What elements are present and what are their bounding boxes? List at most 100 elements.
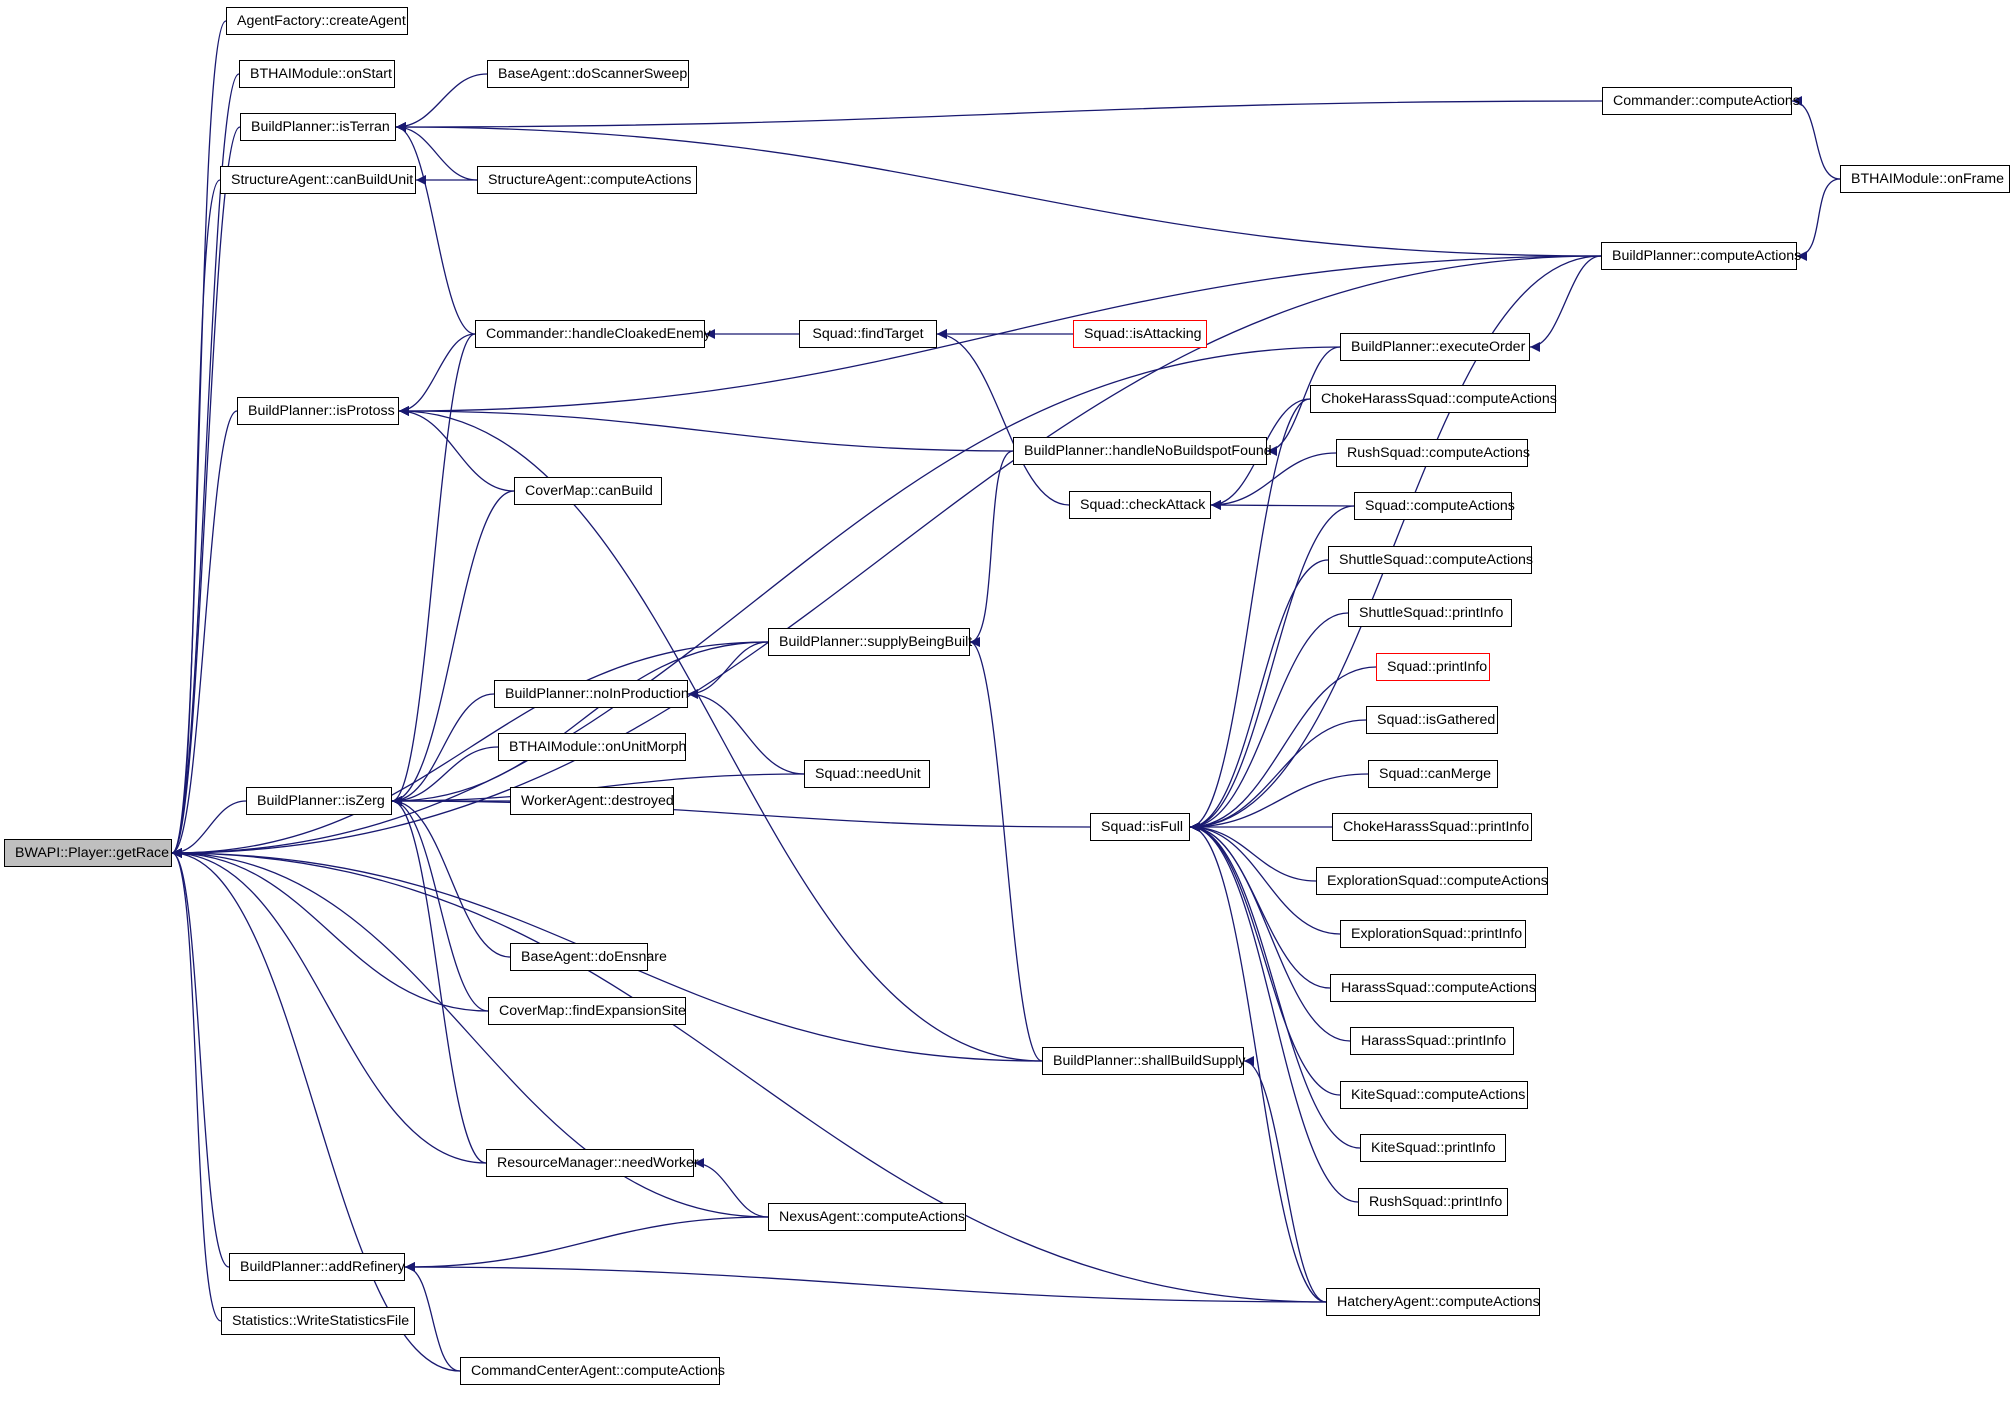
node-nexusagent-computeactions[interactable]: NexusAgent::computeActions (768, 1203, 966, 1231)
edge-cm_findExpansion-to-bp_isZerg (391, 796, 489, 1012)
node-buildplanner-shallbuildsupply[interactable]: BuildPlanner::shallBuildSupply (1042, 1047, 1245, 1075)
node-bthaimodule-onunitmorph[interactable]: BTHAIModule::onUnitMorph (498, 733, 686, 761)
edge-bthai_onFrame-to-bp_compute (1796, 178, 1841, 261)
edge-hatch_compute-to-bp_addRefinery (404, 1262, 1327, 1303)
node-harasssquad-computeactions[interactable]: HarassSquad::computeActions (1330, 974, 1536, 1002)
edge-cmd_handleCloaked-to-bp_isZerg (391, 333, 476, 806)
edge-bp_compute-to-bp_executeOrder (1529, 255, 1602, 352)
edge-nexus_compute-to-rm_needWorker (693, 1158, 769, 1218)
edge-bthai_onFrame-to-cmd_compute (1791, 96, 1841, 180)
edge-sq_checkAttack-to-sq_findTarget (936, 329, 1070, 506)
node-rushsquad-computeactions[interactable]: RushSquad::computeActions (1336, 439, 1530, 467)
node-commander-handlecloakedenemy[interactable]: Commander::handleCloakedEnemy (475, 320, 711, 348)
edge-bp_handleNoBuildspot-to-bp_isProtoss (398, 406, 1014, 452)
node-bthaimodule-onstart[interactable]: BTHAIModule::onStart (239, 60, 395, 88)
node-buildplanner-handlenobuildspotfound[interactable]: BuildPlanner::handleNoBuildspotFound (1013, 437, 1272, 465)
edge-sq_needUnit-to-bp_noInProduction (687, 689, 805, 775)
edge-bthai_onUnitMorph-to-bp_isZerg (391, 746, 499, 806)
edge-hatch_compute-to-bp_shallBuildSupply (1243, 1056, 1327, 1303)
edge-bp_isProtoss-to-root (171, 410, 238, 858)
node-buildplanner-addrefinery[interactable]: BuildPlanner::addRefinery (229, 1253, 405, 1281)
node-bwapi-player-getrace: BWAPI::Player::getRace (4, 839, 172, 867)
edge-sa_canBuildUnit-to-root (171, 179, 221, 858)
node-squad-printinfo[interactable]: Squad::printInfo (1376, 653, 1490, 681)
edge-cm_canBuild-to-bp_isProtoss (398, 406, 515, 492)
node-buildplanner-supplybeingbuilt[interactable]: BuildPlanner::supplyBeingBuilt (768, 628, 972, 656)
node-bthaimodule-onframe[interactable]: BTHAIModule::onFrame (1840, 165, 2010, 193)
node-chokeharasssquad-printinfo[interactable]: ChokeHarassSquad::printInfo (1332, 813, 1532, 841)
node-chokeharasssquad-computeactions[interactable]: ChokeHarassSquad::computeActions (1310, 385, 1557, 413)
node-shuttlesquad-printinfo[interactable]: ShuttleSquad::printInfo (1348, 599, 1512, 627)
node-agentfactory-createagent[interactable]: AgentFactory::createAgent (226, 7, 408, 35)
node-buildplanner-computeactions[interactable]: BuildPlanner::computeActions (1601, 242, 1801, 270)
edge-ba_doEnsnare-to-bp_isZerg (391, 796, 511, 958)
node-explorationsquad-printinfo[interactable]: ExplorationSquad::printInfo (1340, 920, 1526, 948)
edge-sq_compute-to-sq_checkAttack (1210, 500, 1355, 511)
edge-bp_compute-to-root (171, 255, 1602, 858)
edge-bp_compute-to-bp_isTerran (395, 122, 1602, 257)
node-workeragent-destroyed[interactable]: WorkerAgent::destroyed (510, 787, 674, 815)
node-squad-needunit[interactable]: Squad::needUnit (804, 760, 930, 788)
node-buildplanner-executeorder[interactable]: BuildPlanner::executeOrder (1340, 333, 1530, 361)
edge-cm_canBuild-to-bp_isZerg (391, 490, 515, 806)
node-covermap-findexpansionsite[interactable]: CoverMap::findExpansionSite (488, 997, 686, 1025)
node-commandcenteragent-computeactions[interactable]: CommandCenterAgent::computeActions (460, 1357, 725, 1385)
node-baseagent-doensnare[interactable]: BaseAgent::doEnsnare (510, 943, 667, 971)
node-squad-findtarget[interactable]: Squad::findTarget (799, 320, 937, 348)
edge-bp_supplyBeingBuilt-to-bp_isZerg (391, 641, 769, 806)
node-squad-isattacking[interactable]: Squad::isAttacking (1073, 320, 1207, 348)
edge-hs_printInfo-to-sq_isFull (1189, 822, 1351, 1042)
node-baseagent-doscannersweep[interactable]: BaseAgent::doScannerSweep (487, 60, 689, 88)
edge-cca_compute-to-root (171, 848, 461, 1372)
node-buildplanner-isprotoss[interactable]: BuildPlanner::isProtoss (237, 397, 399, 425)
edge-af_createAgent-to-root (171, 20, 227, 858)
node-squad-checkattack[interactable]: Squad::checkAttack (1069, 491, 1211, 519)
node-hatcheryagent-computeactions[interactable]: HatcheryAgent::computeActions (1326, 1288, 1540, 1316)
edge-ba_doScannerSweep-to-bp_isTerran (395, 73, 488, 132)
edge-hs_compute-to-sq_isFull (1189, 822, 1331, 989)
edge-cmd_handleCloaked-to-bp_isProtoss (398, 333, 476, 416)
edge-rm_needWorker-to-bp_isZerg (391, 796, 487, 1164)
node-squad-canmerge[interactable]: Squad::canMerge (1368, 760, 1498, 788)
edge-shs_printInfo-to-sq_isFull (1189, 612, 1349, 832)
edge-bp_handleNoBuildspot-to-bp_supplyBeingBuilt (969, 450, 1014, 647)
edge-es_printInfo-to-sq_isFull (1189, 822, 1341, 935)
node-structureagent-canbuildunit[interactable]: StructureAgent::canBuildUnit (220, 166, 416, 194)
edge-cmd_handleCloaked-to-bp_isTerran (395, 122, 476, 335)
edge-cmd_compute-to-bp_isTerran (395, 100, 1603, 132)
node-statistics-writestatisticsfile[interactable]: Statistics::WriteStatisticsFile (221, 1307, 415, 1335)
edge-sq_isFull-to-bp_isZerg (391, 796, 1091, 828)
edge-cm_findExpansion-to-root (171, 848, 489, 1012)
edge-sq_canMerge-to-sq_isFull (1189, 773, 1369, 832)
node-harasssquad-printinfo[interactable]: HarassSquad::printInfo (1350, 1027, 1514, 1055)
edge-sq_printInfo-to-sq_isFull (1189, 666, 1377, 832)
edge-stats_write-to-root (171, 848, 222, 1322)
node-buildplanner-iszerg[interactable]: BuildPlanner::isZerg (246, 787, 392, 815)
node-buildplanner-isterran[interactable]: BuildPlanner::isTerran (240, 113, 396, 141)
node-explorationsquad-computeactions[interactable]: ExplorationSquad::computeActions (1316, 867, 1548, 895)
edge-nexus_compute-to-root (171, 848, 769, 1218)
node-resourcemanager-needworker[interactable]: ResourceManager::needWorker (486, 1149, 699, 1177)
edge-cca_compute-to-bp_addRefinery (404, 1262, 461, 1372)
node-covermap-canbuild[interactable]: CoverMap::canBuild (514, 477, 662, 505)
node-kitesquad-printinfo[interactable]: KiteSquad::printInfo (1360, 1134, 1506, 1162)
edge-sa_computeActions-to-bp_isTerran (395, 122, 478, 181)
edge-ks_printInfo-to-sq_isFull (1189, 822, 1361, 1149)
node-kitesquad-computeactions[interactable]: KiteSquad::computeActions (1340, 1081, 1528, 1109)
node-squad-isfull[interactable]: Squad::isFull (1090, 813, 1190, 841)
node-squad-computeactions[interactable]: Squad::computeActions (1354, 492, 1515, 520)
edge-chs_compute-to-sq_isFull (1189, 398, 1311, 832)
edge-rm_needWorker-to-root (171, 848, 487, 1164)
edge-bp_executeOrder-to-bp_handleNoBuildspot (1266, 346, 1341, 456)
node-rushsquad-printinfo[interactable]: RushSquad::printInfo (1358, 1188, 1508, 1216)
node-structureagent-computeactions[interactable]: StructureAgent::computeActions (477, 166, 697, 194)
node-commander-computeactions[interactable]: Commander::computeActions (1602, 87, 1800, 115)
node-shuttlesquad-computeactions[interactable]: ShuttleSquad::computeActions (1328, 546, 1533, 574)
edge-hatch_compute-to-root (171, 848, 1327, 1303)
edge-ks_compute-to-sq_isFull (1189, 822, 1341, 1096)
edge-shs_compute-to-sq_isFull (1189, 559, 1329, 832)
node-buildplanner-noinproduction[interactable]: BuildPlanner::noInProduction (494, 680, 689, 708)
node-squad-isgathered[interactable]: Squad::isGathered (1366, 706, 1498, 734)
